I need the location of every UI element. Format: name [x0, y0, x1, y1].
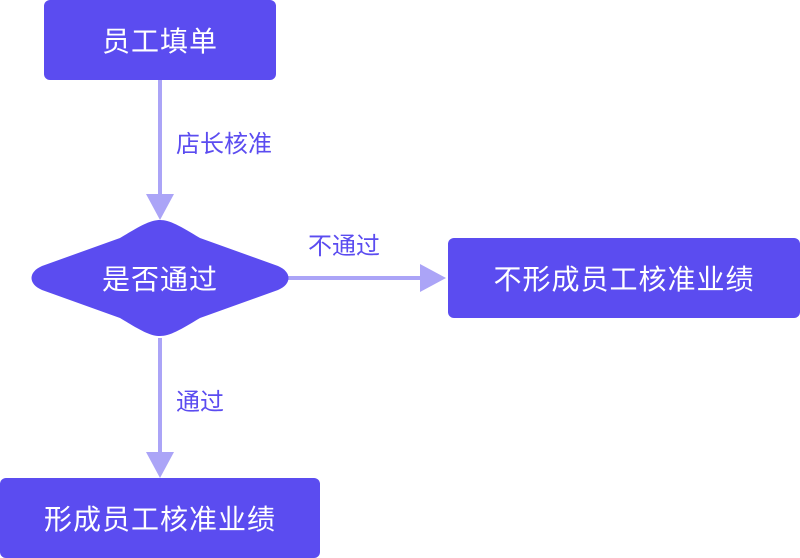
edge-label-reject: 不通过 [308, 232, 380, 260]
arrowhead-down-icon [146, 452, 174, 478]
process-node-reject-label: 不形成员工核准业绩 [493, 263, 755, 296]
arrowhead-down-icon [146, 194, 174, 220]
edge-label-pass: 通过 [176, 388, 224, 416]
decision-node-label: 是否通过 [101, 263, 218, 296]
process-node-pass-label: 形成员工核准业绩 [43, 503, 276, 536]
decision-diamond [31, 220, 289, 336]
process-node-pass: 形成员工核准业绩 [0, 478, 320, 558]
edge-label-approve: 店长核准 [176, 130, 272, 158]
process-node-reject: 不形成员工核准业绩 [448, 238, 800, 318]
arrowhead-right-icon [420, 264, 446, 292]
process-node-start-label: 员工填单 [101, 25, 218, 58]
process-node-start: 员工填单 [44, 0, 276, 80]
